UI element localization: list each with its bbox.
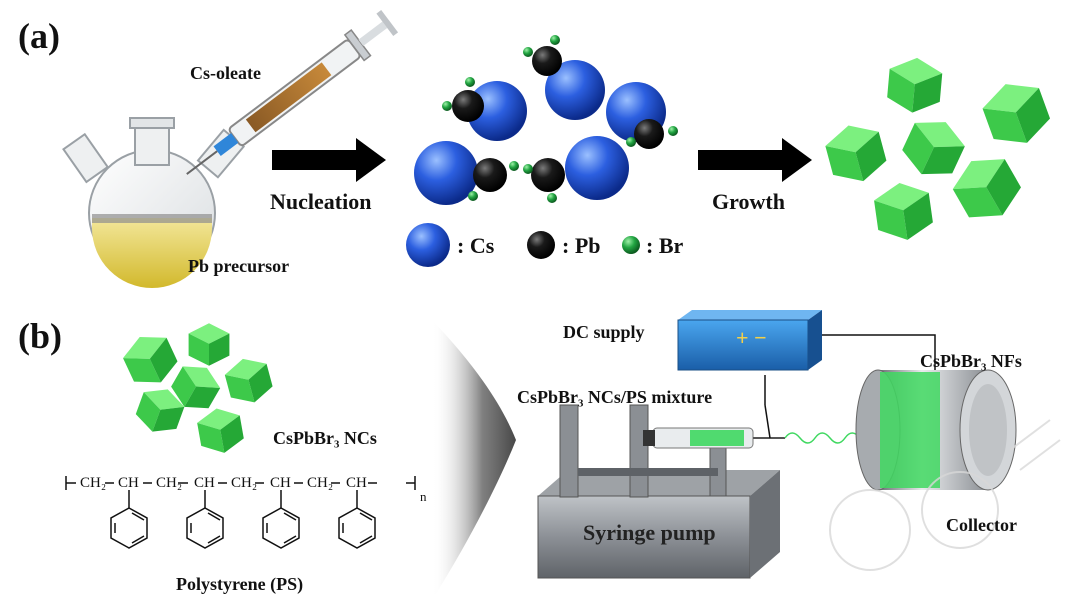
legend-br-label: : Br (646, 233, 684, 258)
transition-arrow-shadow (432, 320, 516, 600)
panel-a-label: (a) (18, 16, 60, 56)
plus-minus-label: + − (736, 325, 767, 350)
polystyrene-structure (65, 476, 416, 549)
collector-drum (855, 369, 1017, 491)
dc-supply-label: DC supply (563, 322, 645, 342)
polystyrene-label: Polystyrene (PS) (176, 574, 304, 594)
legend-pb-label: : Pb (562, 233, 601, 258)
chain-group-4: CH (194, 475, 215, 491)
grown-cubes (821, 55, 1056, 244)
panel-b-label: (b) (18, 316, 62, 356)
dc-supply (677, 310, 936, 439)
chain-group-8: CH (346, 475, 367, 491)
legend-cs-label: : Cs (457, 233, 495, 258)
chain-group-7: CH₂ (307, 475, 334, 491)
growth-label: Growth (712, 189, 785, 214)
syringe (186, 9, 399, 175)
chain-group-6: CH (270, 475, 291, 491)
chain-group-3: CH₂ (156, 475, 183, 491)
repeat-index: n (420, 489, 427, 504)
chain-group-5: CH₂ (231, 475, 258, 491)
nfs-label: CsPbBr₃ NFs (920, 351, 1022, 371)
syringe-pump-label: Syringe pump (583, 520, 716, 545)
chain-group-1: CH₂ (80, 475, 107, 491)
nc-cubes (117, 323, 276, 457)
legend-br-ball (622, 236, 640, 254)
watermark (829, 419, 1061, 571)
collector-label: Collector (946, 515, 1017, 535)
mixture-label: CsPbBr₃ NCs/PS mixture (517, 387, 713, 407)
growth-arrow (698, 138, 812, 182)
legend-pb-ball (527, 231, 555, 259)
nucleation-label: Nucleation (270, 189, 372, 214)
pb-precursor-label: Pb precursor (188, 256, 290, 276)
ncs-label: CsPbBr₃ NCs (273, 428, 377, 448)
legend-cs-ball (406, 223, 450, 267)
atom-cluster (414, 35, 678, 205)
chain-group-2: CH (118, 475, 139, 491)
cs-oleate-label: Cs-oleate (190, 63, 261, 83)
syringe-pump (537, 404, 785, 579)
nucleation-arrow (272, 138, 386, 182)
